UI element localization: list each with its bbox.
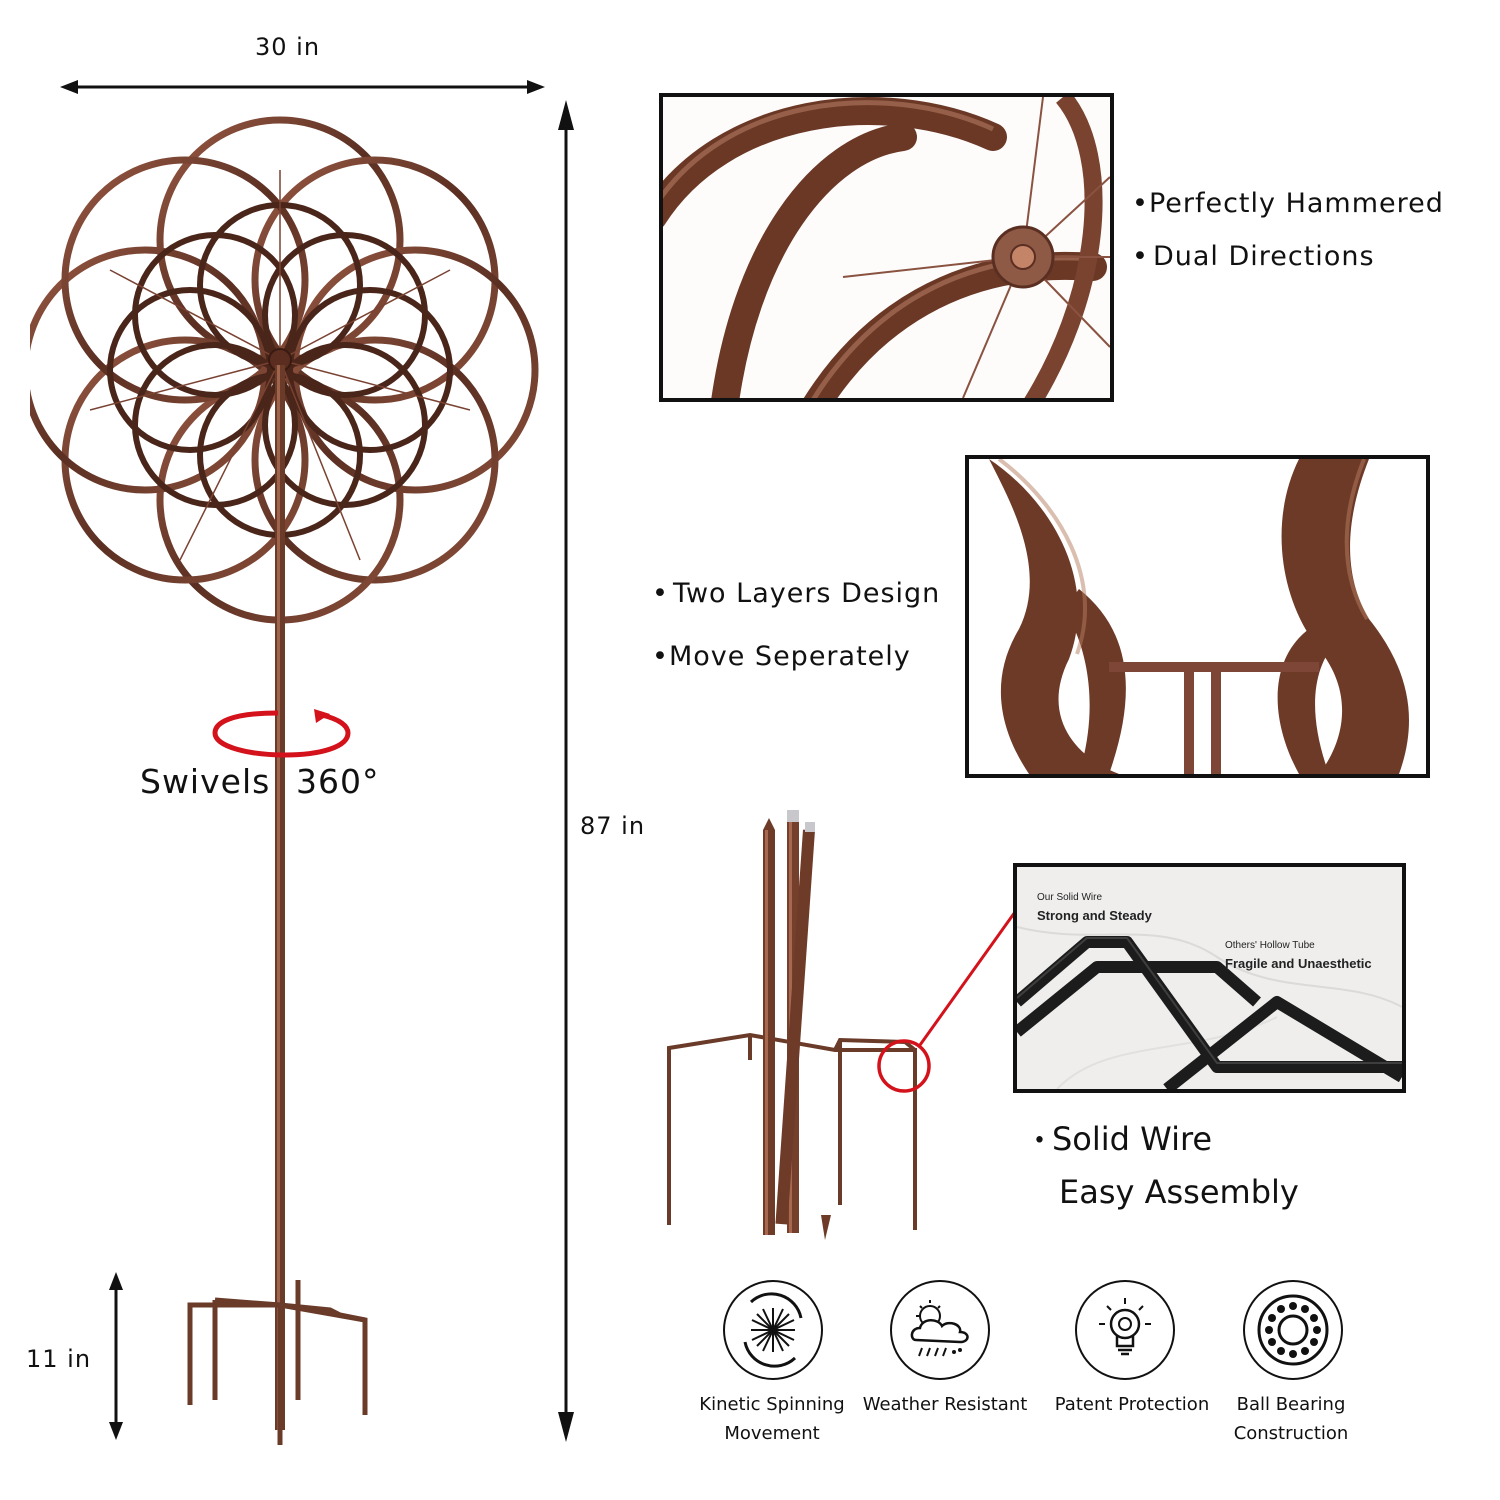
hub-closeup-image (663, 97, 1110, 398)
feature-caption-bearing: Ball Bearing Construction (1196, 1390, 1386, 1448)
ball-bearing-icon (1243, 1280, 1343, 1380)
bullet-solid-wire: •Solid Wire (1033, 1120, 1213, 1158)
wire-comparison-image (1017, 867, 1402, 1089)
feature-line1: Patent Protection (1054, 1394, 1210, 1415)
feature-line1: Weather Resistant (862, 1394, 1028, 1415)
feature-caption-weather: Weather Resistant (850, 1390, 1040, 1419)
others-small-label: Others' Hollow Tube (1225, 940, 1315, 951)
width-dimension-label: 30 in (255, 33, 321, 61)
swivel-angle-label: 360° (296, 762, 380, 801)
height-dimension-label: 87 in (580, 812, 646, 840)
hammered-hub-inset (659, 93, 1114, 402)
ours-bold-label: Strong and Steady (1037, 908, 1152, 923)
swivel-text: Swivels (140, 762, 271, 801)
wind-spinner-image (30, 116, 539, 1445)
layers-closeup-image (969, 459, 1426, 774)
solid-wire-inset: Our Solid Wire Strong and Steady Others'… (1013, 863, 1406, 1093)
swivel-rotation-icon (212, 709, 351, 758)
patent-bulb-icon (1075, 1280, 1175, 1380)
bullet-perfectly-hammered: •Perfectly Hammered (1132, 188, 1444, 219)
height-arrow (558, 100, 574, 1442)
others-bold-label: Fragile and Unaesthetic (1225, 956, 1372, 971)
feature-line2: Construction (1233, 1423, 1349, 1444)
feature-line2: Movement (724, 1423, 820, 1444)
wire-callout-pointer (877, 899, 1026, 1093)
feature-line1: Kinetic Spinning (699, 1394, 845, 1415)
base-dimension-label: 11 in (26, 1345, 92, 1373)
width-arrow (60, 80, 545, 94)
swivel-label: Swivels (140, 762, 270, 801)
base-height-arrow (109, 1272, 123, 1440)
feature-caption-patent: Patent Protection (1037, 1390, 1227, 1419)
kinetic-spin-icon (723, 1280, 823, 1380)
bullet-dual-directions: •Dual Directions (1132, 241, 1375, 272)
bullet-two-layers: •Two Layers Design (652, 578, 941, 609)
two-layers-inset (965, 455, 1430, 778)
bullet-move-separately: •Move Seperately (652, 641, 911, 672)
feature-caption-kinetic: Kinetic Spinning Movement (677, 1390, 867, 1448)
ours-small-label: Our Solid Wire (1037, 892, 1103, 903)
feature-line1: Ball Bearing (1236, 1394, 1346, 1415)
weather-icon (890, 1280, 990, 1380)
bullet-easy-assembly: Easy Assembly (1059, 1173, 1299, 1211)
disassembled-parts-image (667, 810, 917, 1240)
